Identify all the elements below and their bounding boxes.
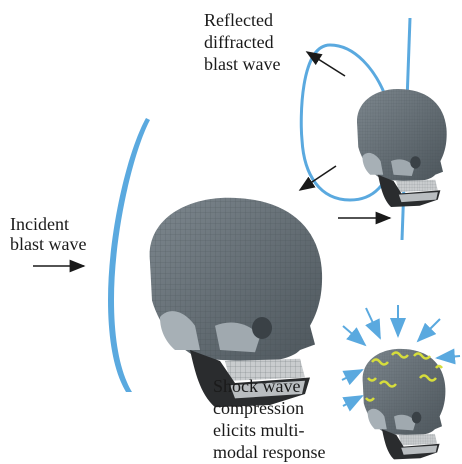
compression-label: Shock wave compression elicits multi- mo… [213, 376, 325, 462]
reflected-label: Reflected diffracted blast wave [204, 10, 280, 74]
skull-small-icon [357, 89, 447, 207]
arrow-up-left-icon [307, 52, 345, 76]
skull-response-icon [363, 349, 446, 459]
incident-label: Incident blast wave [10, 214, 86, 254]
incident-wave-front [108, 118, 150, 392]
